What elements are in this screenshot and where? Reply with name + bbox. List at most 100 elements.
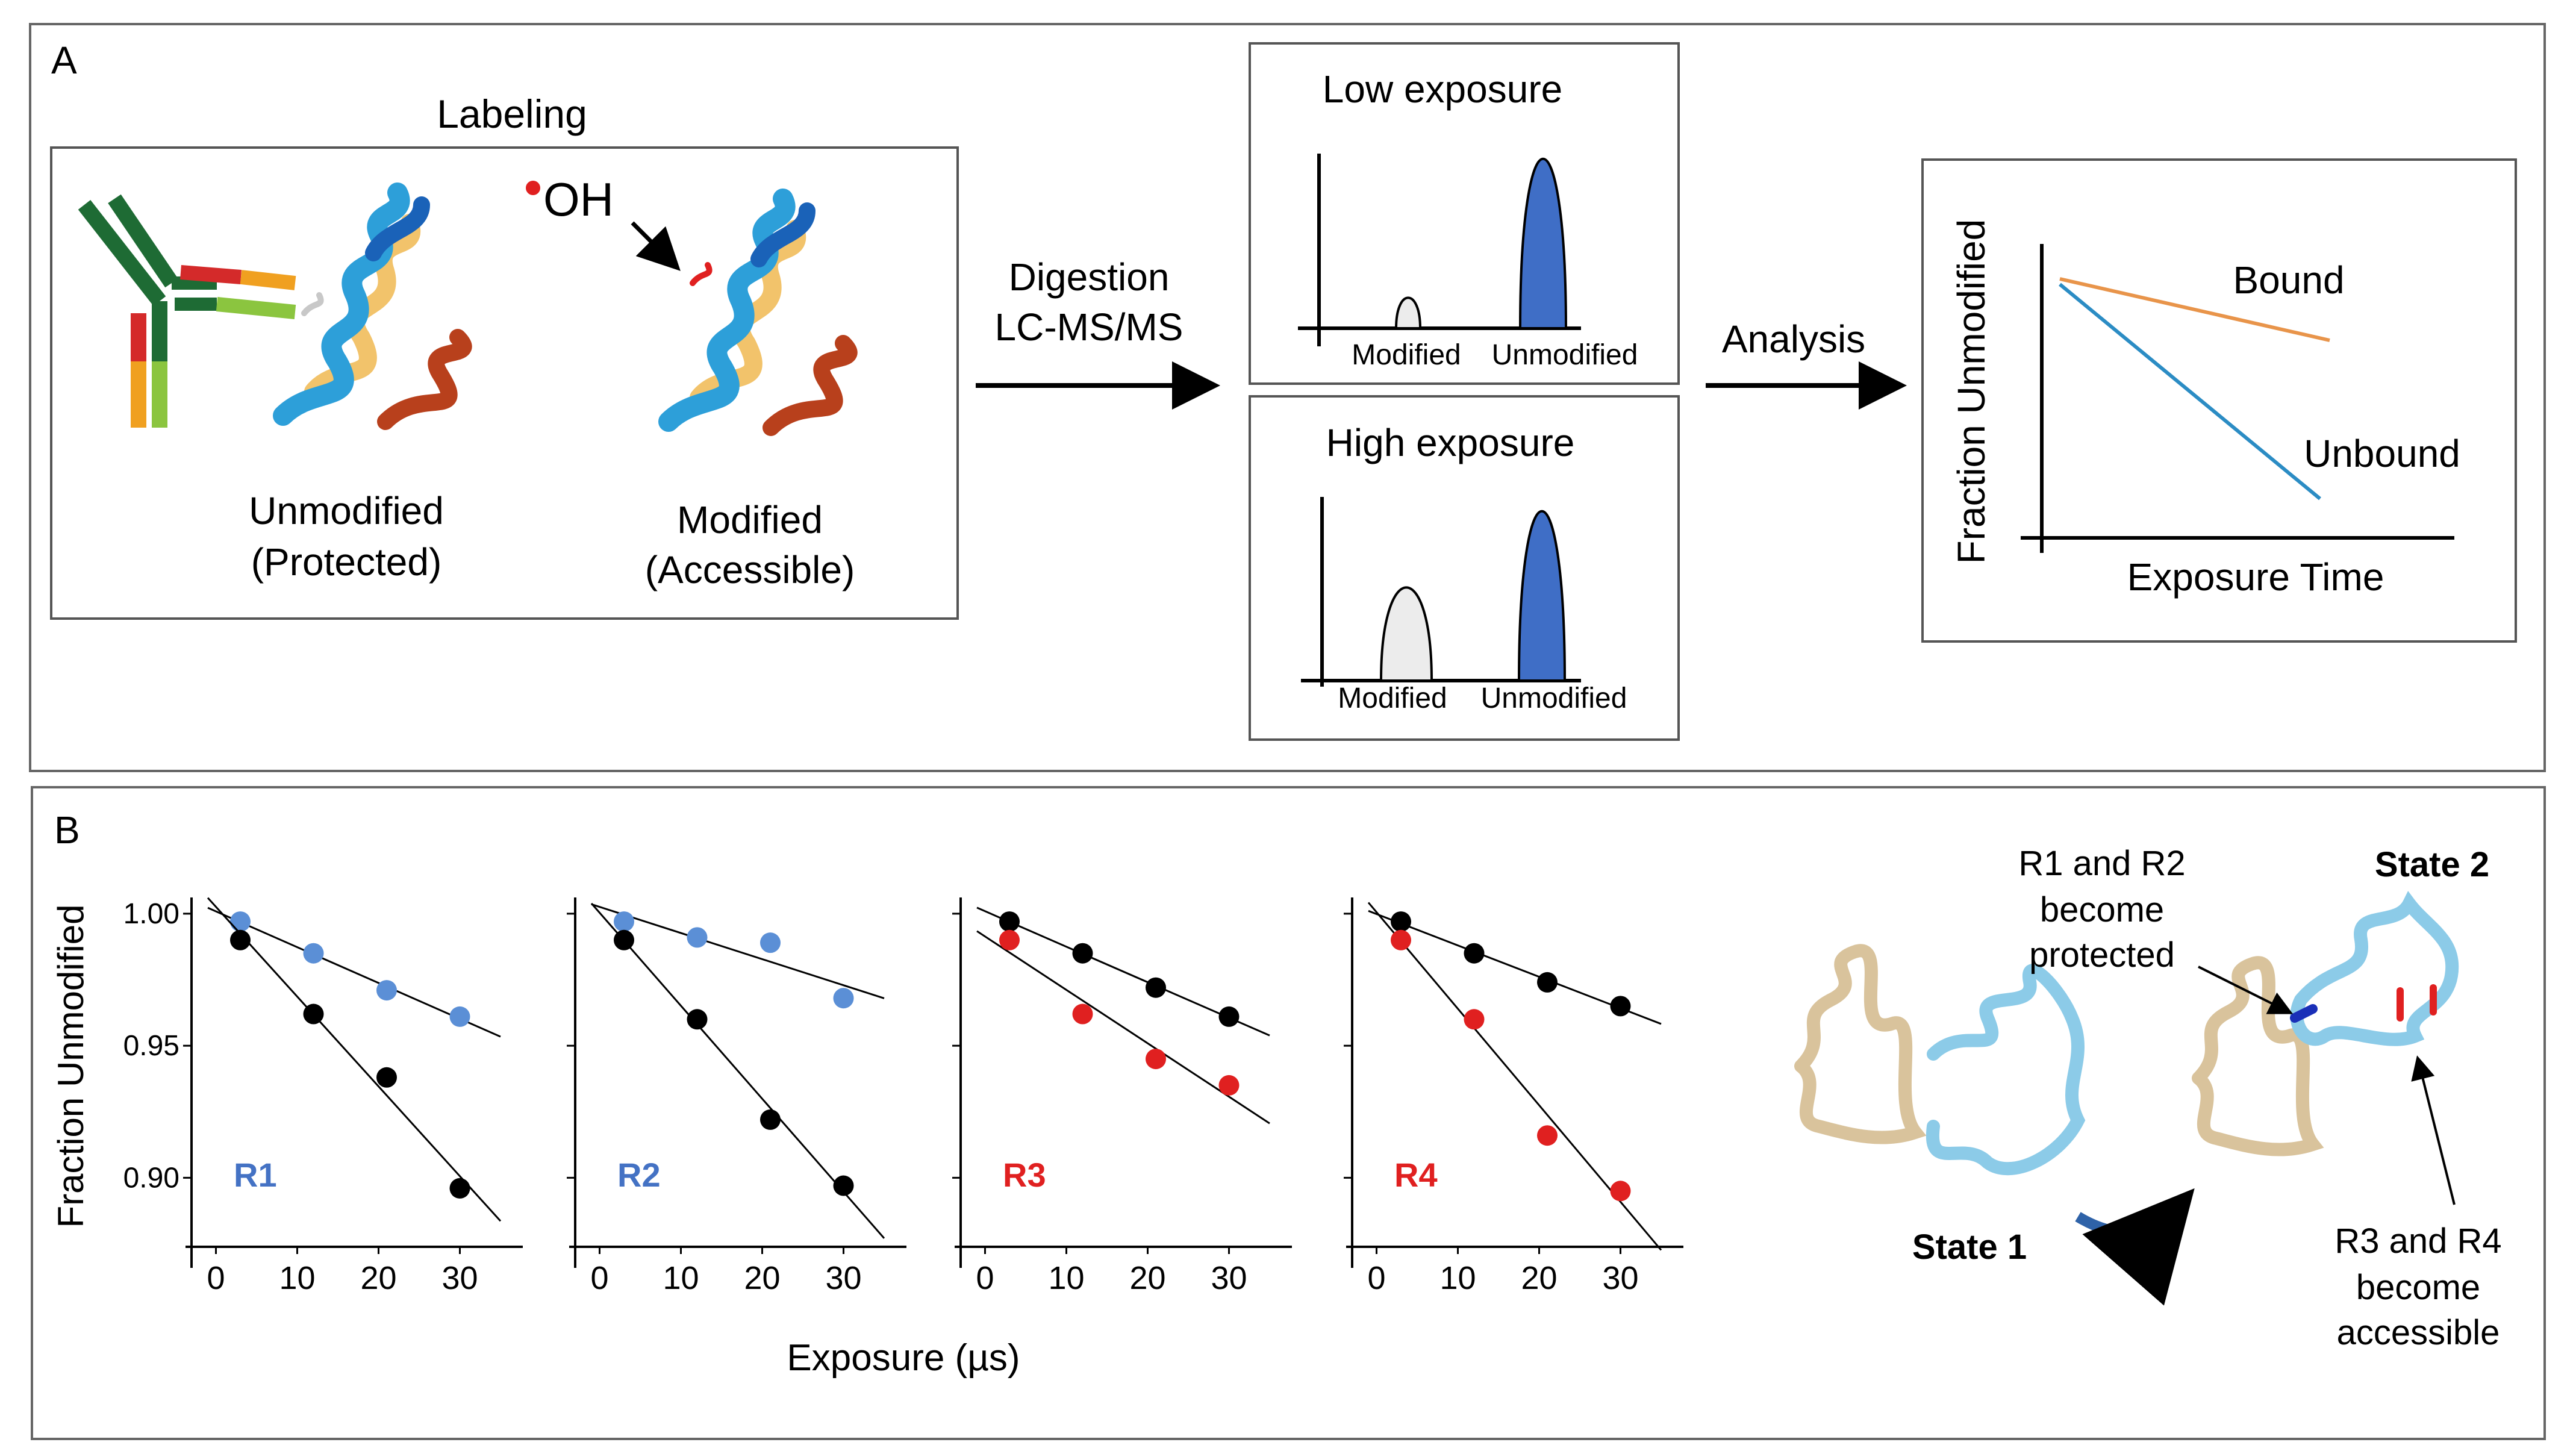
x-tick-label: 0 [976,1260,994,1296]
high-exposure-title: High exposure [1326,421,1575,464]
data-point [1391,929,1411,950]
high-modified-label: Modified [1338,682,1447,714]
unbound-label: Unbound [2304,432,2460,475]
high-unmodified-label: Unmodified [1481,682,1627,714]
protected-annotation-2: become [2040,890,2164,929]
concept-plot-box [1921,158,2517,643]
x-tick-label: 30 [1602,1260,1638,1296]
panel-b-x-label: Exposure (µs) [787,1337,1020,1379]
data-point [1391,911,1411,932]
data-point [614,911,634,932]
y-tick-label: 0.90 [123,1162,179,1194]
data-point [1218,1075,1240,1096]
data-point [230,929,251,950]
low-unmodified-label: Unmodified [1492,339,1638,371]
data-point [760,932,781,953]
state1-label: State 1 [1912,1228,2027,1267]
analysis-label: Analysis [1722,317,1865,361]
data-point [1146,977,1166,998]
x-tick-label: 20 [1129,1260,1165,1296]
state2-structure-icon [2192,891,2459,1156]
x-tick-label: 10 [1048,1260,1084,1296]
data-point [1218,1006,1240,1027]
labeling-title: Labeling [437,92,587,136]
protected-pointer-arrow [2198,966,2294,1014]
state-transition-arrow [2075,1188,2195,1306]
high-exposure-box [1249,395,1680,741]
data-point [614,929,634,950]
data-point [1610,996,1631,1017]
accessible-annotation-1: R3 and R4 [2334,1222,2501,1261]
high-unmodified-peak [1517,510,1567,682]
state2-label: State 2 [2375,845,2489,884]
panel-b-letter: B [54,808,80,852]
data-point [230,911,251,932]
panel-b-y-label: Fraction Unmodified [51,905,91,1228]
panel-a-frame [29,23,2546,772]
unmodified-label: Unmodified [249,489,444,532]
x-tick-label: 20 [1521,1260,1557,1296]
data-point [376,980,397,1001]
data-point [376,1067,397,1088]
accessible-annotation-2: become [2356,1268,2480,1307]
x-tick-label: 30 [441,1260,478,1296]
data-point [1072,1003,1093,1025]
accessible-label: (Accessible) [645,548,855,591]
data-point [1537,1125,1558,1146]
chart-title: R3 [1003,1156,1046,1194]
unbound-line [2059,282,2321,501]
data-point [1537,972,1558,993]
data-point [760,1109,781,1130]
chart-3: 0 10 20 30 R3 [952,897,1292,1296]
high-modified-peak [1379,586,1433,682]
panel-a-letter: A [51,39,77,82]
chart-title: R1 [234,1156,277,1194]
low-unmodified-peak [1518,158,1568,329]
concept-x-label: Exposure Time [2127,555,2384,599]
data-point [1464,1009,1485,1030]
digestion-label: Digestion [1009,255,1170,299]
low-exposure-title: Low exposure [1323,67,1562,111]
data-point [1464,943,1485,964]
protein-accessible-icon [658,189,858,436]
data-point [1610,1181,1631,1202]
data-point [999,911,1020,932]
oh-attack-arrow [631,221,681,271]
data-point [303,943,324,964]
oh-radical-label: OH [543,173,614,226]
data-point [833,988,854,1009]
concept-y-label: Fraction Unmodified [1950,219,1993,564]
data-point [449,1006,470,1027]
protected-annotation-1: R1 and R2 [2018,844,2185,883]
antibody-icon [78,194,296,428]
x-tick-label: 20 [360,1260,396,1296]
labeling-box [50,146,959,620]
data-point [303,1003,324,1025]
modified-label: Modified [677,498,823,541]
lcms-label: LC-MS/MS [995,305,1184,349]
data-point [999,929,1020,950]
low-modified-peak [1394,296,1422,329]
data-point [833,1175,854,1196]
radical-dot [526,181,540,195]
x-tick-label: 30 [825,1260,861,1296]
chart-title: R2 [617,1156,661,1194]
accessible-pointer-arrow [2411,1055,2456,1205]
protected-annotation-3: protected [2029,935,2175,975]
fit-line-2 [207,897,502,1222]
x-tick-label: 0 [1367,1260,1385,1296]
x-tick-label: 0 [590,1260,608,1296]
x-tick-label: 30 [1211,1260,1247,1296]
y-tick-label: 1.00 [123,898,179,930]
low-modified-label: Modified [1352,339,1461,371]
accessible-annotation-3: accessible [2337,1313,2500,1352]
protected-label: (Protected) [251,540,442,584]
data-point [1072,943,1093,964]
x-tick-label: 0 [207,1260,225,1296]
fit-line-1 [591,903,885,999]
x-tick-label: 10 [1439,1260,1476,1296]
